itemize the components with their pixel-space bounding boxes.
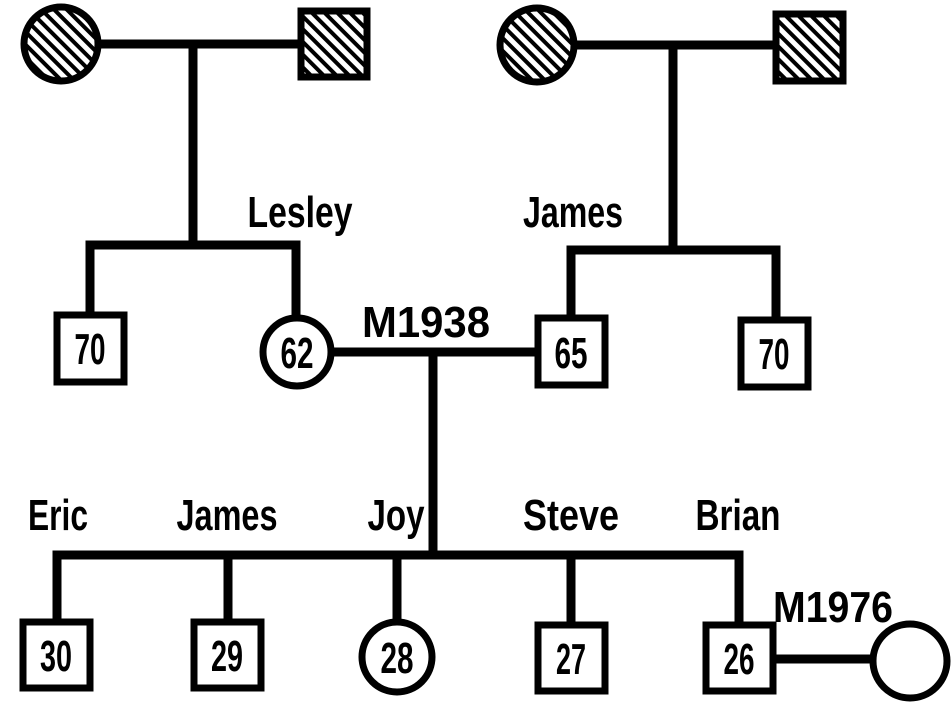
maternal-grandparents-family (20, 3, 371, 318)
child-james-symbol (190, 618, 265, 692)
child-steve-name: Steve (523, 491, 619, 540)
maternal-grandfather-symbol (297, 7, 371, 81)
paternal-sibship-line (566, 245, 781, 320)
child-joy-symbol (358, 618, 436, 696)
father-symbol (534, 314, 609, 389)
maternal-grandmother-symbol (20, 3, 102, 85)
child-joy-age: 28 (381, 634, 414, 683)
paternal-grandfather-symbol (772, 10, 847, 85)
mother-age: 62 (281, 329, 314, 378)
child-eric-name: Eric (28, 491, 88, 540)
parents-generation: Lesley James M1938 70 62 65 70 (53, 188, 812, 559)
paternal-uncle-symbol (737, 316, 812, 391)
maternal-uncle-symbol (53, 311, 128, 386)
children-generation: Eric James Joy Steve Brian 30 29 28 27 2… (19, 491, 951, 702)
paternal-grandmother-symbol (496, 4, 578, 86)
parents-marriage-year-label: M1938 (362, 298, 490, 347)
father-name-label: James (523, 188, 623, 237)
maternal-uncle-age: 70 (75, 325, 106, 374)
child-brian-age: 26 (724, 635, 755, 684)
mother-name-label: Lesley (248, 188, 353, 237)
child-brian-name: Brian (696, 491, 781, 540)
child-brian-symbol (702, 621, 777, 695)
maternal-sibship-line (85, 240, 301, 318)
father-age: 65 (555, 329, 588, 378)
child-james-age: 29 (211, 632, 243, 681)
brian-marriage-year-label: M1976 (773, 583, 893, 632)
child-joy-name: Joy (368, 491, 425, 540)
child-eric-age: 30 (40, 632, 72, 681)
mother-symbol (259, 314, 335, 390)
child-james-name: James (177, 491, 278, 540)
child-eric-symbol (19, 618, 94, 692)
child-steve-symbol (534, 621, 609, 695)
child-steve-age: 27 (556, 635, 586, 684)
paternal-uncle-age: 70 (759, 330, 790, 379)
paternal-grandparents-family (496, 4, 847, 320)
brians-wife-symbol (869, 620, 951, 702)
